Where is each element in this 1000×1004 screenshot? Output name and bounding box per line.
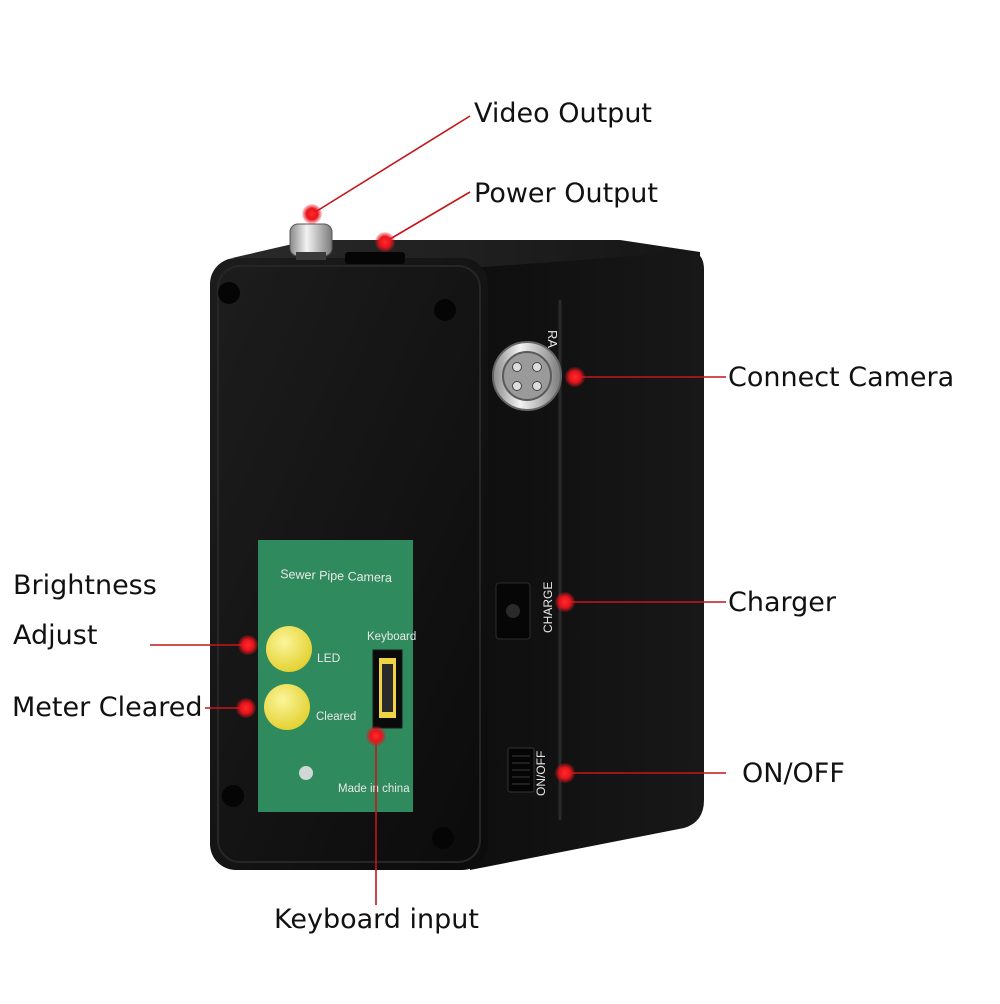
screw-top-right <box>434 299 456 321</box>
marker-dots <box>236 204 585 783</box>
callout-meter-cleared: Meter Cleared <box>12 692 203 723</box>
callout-brightness-line2: Adjust <box>13 620 98 651</box>
side-connector-label: RA <box>545 330 560 348</box>
indicator-light <box>299 766 313 780</box>
side-face <box>470 252 704 870</box>
made-in-label: Made in china <box>338 783 410 795</box>
power-output-port <box>345 252 405 264</box>
cleared-button <box>264 684 310 730</box>
callout-charger: Charger <box>728 587 836 618</box>
screw-bottom-right <box>432 827 454 849</box>
cleared-label: Cleared <box>316 711 356 723</box>
camera-connector <box>492 341 562 411</box>
callout-video-output: Video Output <box>474 98 653 129</box>
side-charge-label: CHARGE <box>541 582 555 633</box>
led-button <box>266 626 312 672</box>
callout-on-off: ON/OFF <box>742 758 845 789</box>
callout-lines <box>150 115 726 905</box>
led-label: LED <box>317 651 341 665</box>
screw-top-left <box>218 282 240 304</box>
callout-keyboard-input: Keyboard input <box>274 904 479 935</box>
side-onoff-label: ON/OFF <box>534 751 548 796</box>
screw-bottom-left <box>222 785 244 807</box>
video-output-jack <box>289 223 333 257</box>
callout-connect-camera: Connect Camera <box>728 362 955 393</box>
keyboard-label: Keyboard <box>367 631 416 643</box>
callout-power-output: Power Output <box>474 178 659 209</box>
callout-brightness-line1: Brightness <box>13 570 157 601</box>
panel-title: Sewer Pipe Camera <box>280 567 392 585</box>
